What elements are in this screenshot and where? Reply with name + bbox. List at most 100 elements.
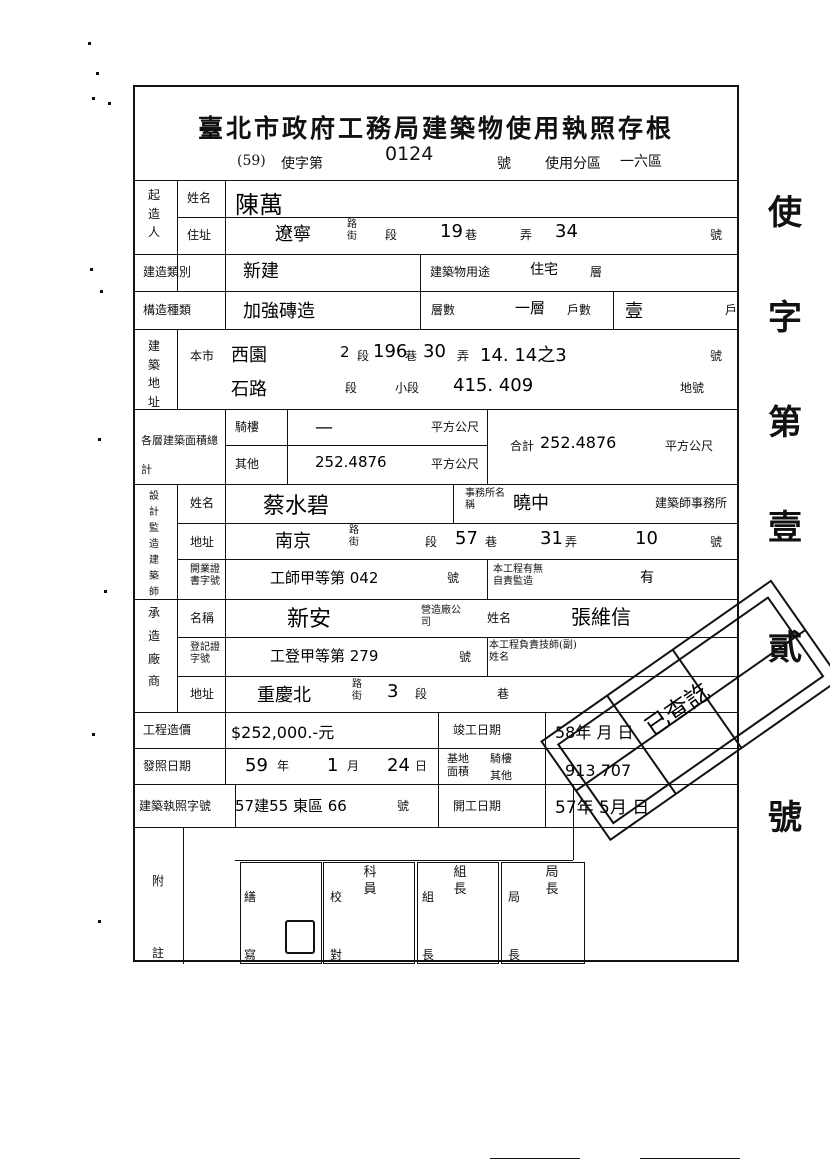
clerk-label: 繕寫 xyxy=(243,890,256,962)
person-name-label: 姓名 xyxy=(487,611,512,625)
site-address-label: 建築地址 xyxy=(147,339,160,409)
building-use: 住宅 xyxy=(530,262,558,278)
building-permit-no: 57建55 東區 66 xyxy=(235,797,347,815)
side-char-5: 號 xyxy=(768,798,802,838)
issue-day: 24 xyxy=(387,755,410,776)
arch-alley: 31 xyxy=(540,528,563,549)
self-supervise-value: 有 xyxy=(640,570,654,586)
alley-label: 弄 xyxy=(520,228,533,242)
diagonal-stamp-graphic xyxy=(540,579,830,842)
firm-name: 曉中 xyxy=(513,493,549,514)
contractor-label: 承造廠商 xyxy=(147,606,160,689)
floor-label: 層 xyxy=(590,265,603,279)
completion-label: 竣工日期 xyxy=(453,723,502,737)
firm-suffix-label: 建築師事務所 xyxy=(655,496,728,510)
arch-alley-label: 弄 xyxy=(565,535,578,549)
total-sqm-label: 平方公尺 xyxy=(665,439,714,453)
cost-label: 工程造價 xyxy=(143,723,192,737)
site-district: 西園 xyxy=(231,345,267,366)
company-section: 3 xyxy=(387,681,399,702)
site-lane-label: 巷 xyxy=(405,349,418,363)
engineer-label: 本工程負責技師(副)姓名 xyxy=(489,640,577,663)
bureau-chief-box xyxy=(501,862,585,964)
site-section-name: 石路 xyxy=(231,379,267,400)
arcade-label: 騎樓 xyxy=(235,420,260,434)
completion-date: 58年 月 日 xyxy=(555,723,634,742)
side-char-2: 第 xyxy=(768,403,802,443)
other-area: 252.4876 xyxy=(315,453,387,471)
zoning-label: 使用分區 xyxy=(545,156,601,172)
license-no: 工師甲等第 042 xyxy=(270,569,379,587)
responsible-person: 張維信 xyxy=(571,605,631,629)
company-name: 新安 xyxy=(287,607,332,632)
firm-name-label: 事務所名稱 xyxy=(465,488,505,511)
co-section-label: 段 xyxy=(415,687,428,701)
issue-month: 1 xyxy=(327,755,339,776)
diagonal-stamp: 已查訖 xyxy=(520,560,830,900)
building-permit-hao-label: 號 xyxy=(397,799,410,813)
total-area: 252.4876 xyxy=(540,433,617,452)
section-chief-label: 組長 xyxy=(421,890,434,962)
permit-form: 臺北市政府工務局建築物使用執照存根 (59) 使字第 0124 號 使用分區 一… xyxy=(133,85,739,964)
bottom-line-a xyxy=(490,1158,580,1159)
designer-address-label: 地址 xyxy=(190,535,215,549)
arch-no-label: 號 xyxy=(710,535,723,549)
arcade-area: — xyxy=(315,417,333,438)
side-char-0: 使 xyxy=(768,193,802,233)
proofread-seal: 科員 xyxy=(363,865,377,897)
designer-name-label: 姓名 xyxy=(190,496,215,510)
site-road: 2 xyxy=(340,343,350,361)
issue-date-label: 發照日期 xyxy=(143,759,192,773)
base-area-label: 基地面積 xyxy=(447,752,469,779)
notes-label: 附註 xyxy=(151,874,164,960)
arch-road: 南京 xyxy=(275,531,311,552)
issue-day-label: 日 xyxy=(415,759,428,773)
site-lots: 415. 409 xyxy=(453,375,534,396)
structure-type: 加強磚造 xyxy=(243,301,315,322)
clerk-box xyxy=(240,862,322,964)
base-arcade-label: 騎樓 xyxy=(490,752,512,765)
section-chief-box xyxy=(417,862,499,964)
co-lane-label: 巷 xyxy=(497,687,510,701)
issue-year-label: 年 xyxy=(277,759,290,773)
arch-road-label: 路街 xyxy=(349,525,359,548)
issue-year: 59 xyxy=(245,755,268,776)
license-no-label: 開業證書字號 xyxy=(190,564,220,587)
site-no: 14. 14之3 xyxy=(480,345,567,366)
side-char-3: 壹 xyxy=(768,508,802,548)
site-no-label: 號 xyxy=(710,349,723,363)
structure-type-label: 構造種類 xyxy=(143,303,192,317)
self-supervise-label: 本工程有無自責監造 xyxy=(493,564,543,587)
arch-lane-label: 巷 xyxy=(485,535,498,549)
zoning-value: 一六區 xyxy=(620,154,662,170)
site-alley: 30 xyxy=(423,341,446,362)
cost-value: $252,000.-元 xyxy=(231,723,335,742)
reg-no-label: 登記證字號 xyxy=(190,642,220,665)
site-section-label: 段 xyxy=(357,349,370,363)
building-permit-no-label: 建築執照字號 xyxy=(139,799,212,813)
building-use-label: 建築物用途 xyxy=(430,265,491,279)
base-area-value: 913.707 xyxy=(565,761,632,780)
permit-year: (59) xyxy=(237,153,266,169)
building-category: 新建 xyxy=(243,261,279,282)
total-label: 合計 xyxy=(510,439,535,453)
reg-hao-label: 號 xyxy=(459,650,472,664)
arch-section-label: 段 xyxy=(425,535,438,549)
co-road-label: 路街 xyxy=(352,679,362,702)
others-sqm-label: 平方公尺 xyxy=(431,457,480,471)
company-road: 重慶北 xyxy=(257,685,311,706)
base-other-label: 其他 xyxy=(490,769,512,782)
arch-lane: 57 xyxy=(455,528,478,549)
lot-no-label: 地號 xyxy=(680,381,705,395)
architect-name: 蔡水碧 xyxy=(263,494,330,519)
license-hao-label: 號 xyxy=(447,571,460,585)
applicant-no-b: 34 xyxy=(555,221,578,242)
name-label: 姓名 xyxy=(187,191,212,205)
arch-no: 10 xyxy=(635,528,658,549)
section-chief-seal: 組長 xyxy=(453,865,467,897)
issue-month-label: 月 xyxy=(347,759,360,773)
company-address-label: 地址 xyxy=(190,687,215,701)
company-name-label: 名稱 xyxy=(190,611,215,625)
floors-count: 一層 xyxy=(515,299,546,317)
applicant-road: 遼寧 xyxy=(275,224,311,245)
